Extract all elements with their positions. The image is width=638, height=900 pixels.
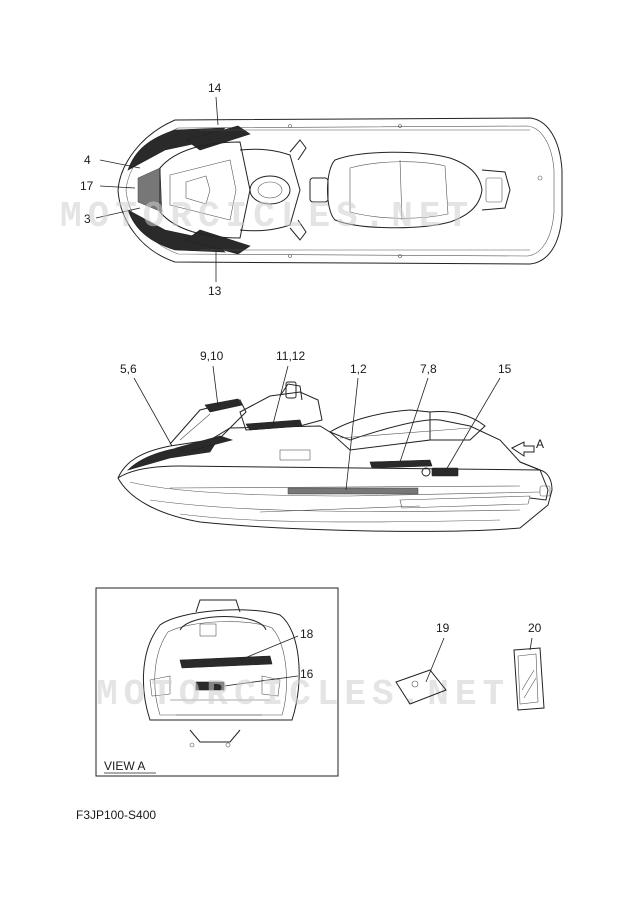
watermark-text: MOTORCICLES.NET xyxy=(60,196,474,237)
leader-line-4 xyxy=(99,159,141,169)
callout-13: 13 xyxy=(208,284,222,298)
leader-line-1-2 xyxy=(345,377,359,491)
callout-17: 17 xyxy=(80,179,94,193)
callout-A: A xyxy=(536,437,544,451)
callout-19: 19 xyxy=(436,621,450,635)
watermark-text-lower: MOTORCICLES.NET xyxy=(96,674,510,715)
callout-15: 15 xyxy=(498,362,512,376)
callout-18: 18 xyxy=(300,627,314,641)
leader-line-16 xyxy=(223,675,299,687)
leader-line-15 xyxy=(445,377,501,471)
callout-3: 3 xyxy=(84,212,91,226)
diagram-code: F3JP100-S400 xyxy=(76,808,157,822)
leader-line-5-6 xyxy=(133,377,173,447)
leader-line-9-10 xyxy=(212,365,219,407)
view-a-title: VIEW A xyxy=(104,759,145,773)
view-a-panel: VIEW A xyxy=(95,587,339,777)
yamaha-badge xyxy=(431,467,459,477)
callout-7-8: 7,8 xyxy=(420,362,437,376)
leader-line-20 xyxy=(529,637,533,651)
leader-line-7-8 xyxy=(399,377,429,463)
callout-14: 14 xyxy=(208,81,222,95)
callout-11-12: 11,12 xyxy=(276,349,305,363)
leader-line-3 xyxy=(95,207,141,219)
view-a-frame xyxy=(95,587,339,777)
view-a-callouts: 18 16 xyxy=(223,627,314,687)
callout-5-6: 5,6 xyxy=(120,362,137,376)
view-direction-arrow xyxy=(511,441,535,457)
side-view-callouts: 9,10 11,12 5,6 1,2 7,8 15 A xyxy=(120,349,544,491)
leader-line-18 xyxy=(239,635,299,661)
top-view-callouts: 14 4 17 3 13 xyxy=(80,81,222,298)
leader-line-17 xyxy=(99,185,136,189)
leader-line-14 xyxy=(215,96,219,126)
part-19-tag: 19 xyxy=(395,621,450,705)
rear-decal xyxy=(179,655,273,669)
part-20-sheet: 20 xyxy=(513,621,545,711)
callout-16: 16 xyxy=(300,667,314,681)
callout-4: 4 xyxy=(84,153,91,167)
callout-9-10: 9,10 xyxy=(200,349,224,363)
side-view-watercraft xyxy=(117,381,553,532)
top-view-watercraft xyxy=(117,117,563,265)
leader-line-19 xyxy=(425,637,445,683)
leader-line-11-12 xyxy=(271,365,289,429)
callout-1-2: 1,2 xyxy=(350,362,367,376)
side-hull-decal xyxy=(287,487,419,495)
callout-20: 20 xyxy=(528,621,542,635)
